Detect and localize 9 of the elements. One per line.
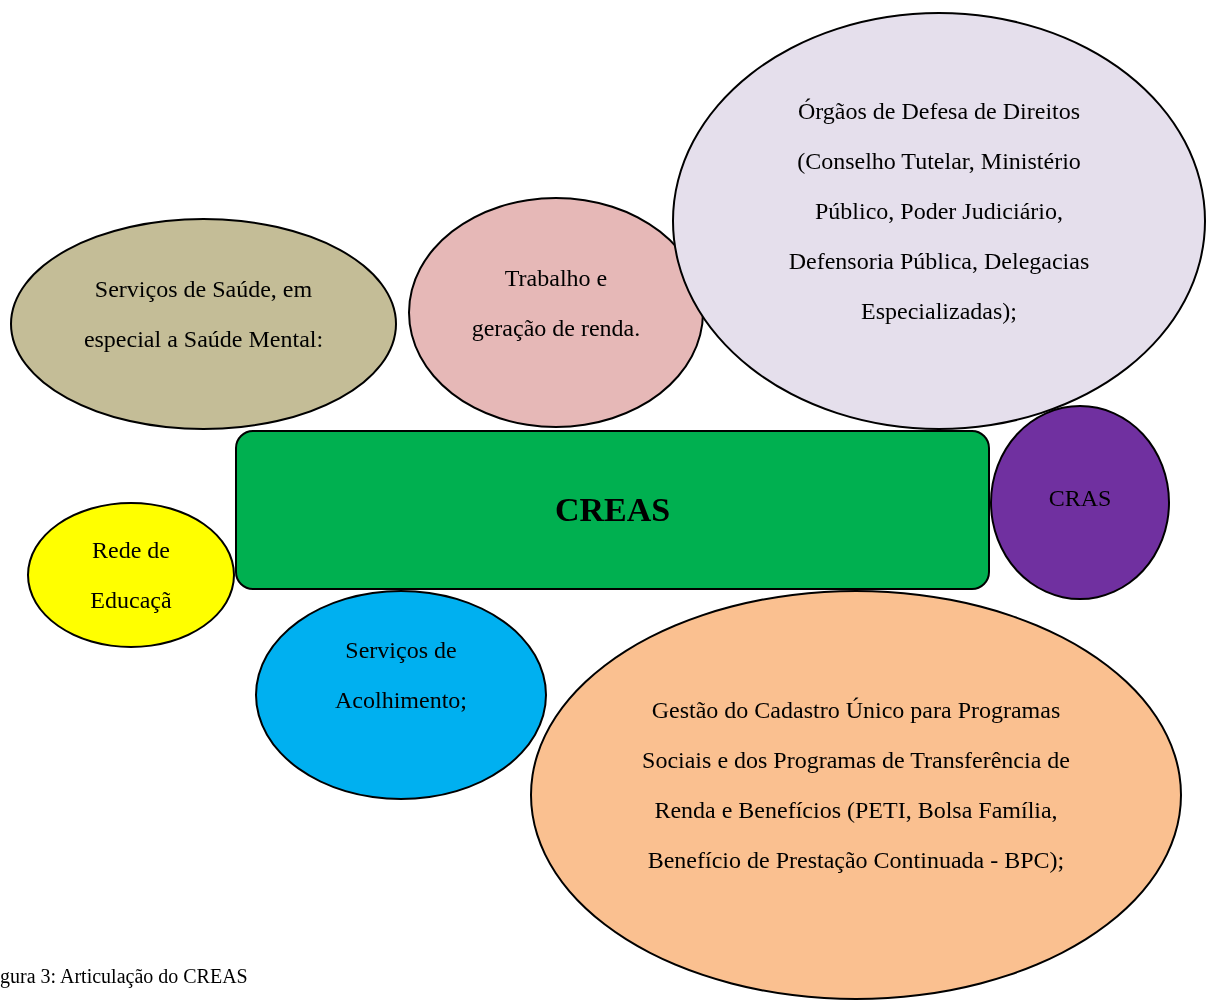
- ellipse-node: Rede de Educaçã: [27, 502, 235, 648]
- center-box: CREAS: [235, 430, 990, 590]
- ellipse-node: Gestão do Cadastro Único para Programas Sociais e dos Programas de Transferência de Renda e Benefícios (PETI, Bolsa Família, Benefício de Prestação Continuada - BPC);: [530, 590, 1182, 1000]
- ellipse-node: Serviços de Acolhimento;: [255, 590, 547, 800]
- ellipse-node: Trabalho e geração de renda.: [408, 197, 704, 428]
- ellipse-node: CRAS: [990, 405, 1170, 600]
- figure-caption: gura 3: Articulação do CREAS: [0, 965, 248, 988]
- ellipse-node: Serviços de Saúde, em especial a Saúde Mental:: [10, 218, 397, 430]
- ellipse-node: Órgãos de Defesa de Direitos (Conselho Tutelar, Ministério Público, Poder Judiciário, Defensoria Pública, Delegacias Especializadas);: [672, 12, 1206, 430]
